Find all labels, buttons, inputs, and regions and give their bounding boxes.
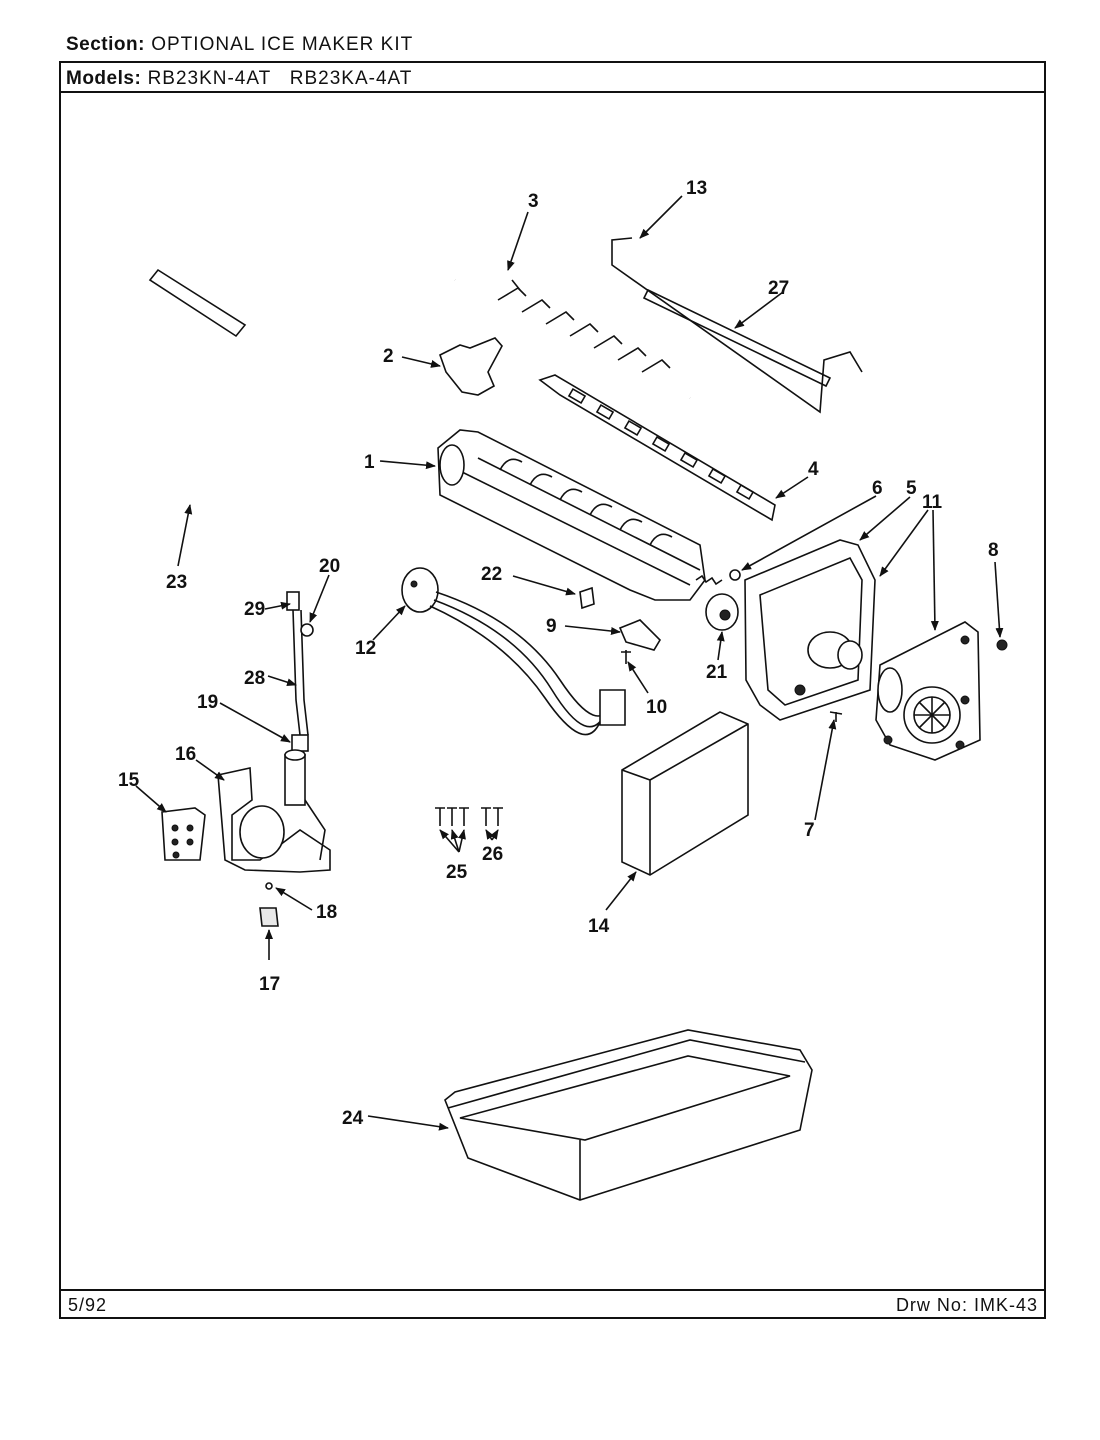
callout-1: 1 — [364, 452, 375, 473]
callout-9: 9 — [546, 616, 557, 637]
header-rule — [59, 91, 1046, 93]
callout-24: 24 — [342, 1108, 364, 1129]
callout-2: 2 — [383, 346, 394, 367]
bearing-part — [729, 569, 741, 581]
callout-11: 11 — [922, 492, 943, 513]
callout-29: 29 — [244, 599, 265, 620]
section-label: Section: — [66, 34, 145, 55]
callout-16: 16 — [175, 744, 196, 765]
models-label: Models: — [66, 68, 142, 89]
callout-25: 25 — [446, 862, 468, 883]
drawing-number-value: IMK-43 — [973, 1295, 1038, 1315]
ice-mold-part — [437, 429, 706, 601]
callout-12: 12 — [355, 638, 376, 659]
ejector-blade-part — [454, 278, 691, 400]
bracket-holes — [171, 824, 194, 859]
callout-27: 27 — [768, 278, 789, 299]
callout-6: 6 — [872, 478, 883, 499]
callout-17: 17 — [259, 974, 280, 995]
callout-19: 19 — [197, 692, 218, 713]
drawing-number: Drw No: IMK-43 — [896, 1295, 1038, 1316]
callout-3: 3 — [528, 191, 539, 212]
section-value: OPTIONAL ICE MAKER KIT — [151, 34, 414, 55]
arm-tube-part — [642, 288, 832, 388]
screw-part — [621, 650, 631, 664]
drawing-frame — [59, 61, 1046, 1319]
water-tube-assembly — [286, 591, 314, 752]
callout-14: 14 — [588, 916, 610, 937]
callout-23: 23 — [166, 572, 187, 593]
nut-17-part — [259, 907, 279, 927]
callout-28: 28 — [244, 668, 265, 689]
motor-plate-part — [875, 621, 981, 761]
callout-26: 26 — [482, 844, 503, 865]
callout-15: 15 — [118, 770, 140, 791]
clip-part — [579, 586, 595, 610]
mounting-bracket-part — [439, 337, 503, 396]
callout-22: 22 — [481, 564, 502, 585]
callout-leaders — [135, 195, 1004, 1131]
water-valve-part — [217, 749, 331, 873]
cover-part — [621, 711, 749, 876]
spring-part — [695, 574, 723, 586]
switch-part — [705, 593, 739, 631]
callout-8: 8 — [988, 540, 999, 561]
fill-tube-part — [148, 268, 247, 338]
callout-numbers: 1 2 3 4 5 6 7 8 9 10 11 12 13 14 15 16 1… — [118, 178, 999, 1129]
washer-part — [265, 882, 273, 890]
callout-5: 5 — [906, 478, 917, 499]
callout-20: 20 — [319, 556, 340, 577]
models-value: RB23KN-4AT RB23KA-4AT — [147, 68, 413, 89]
callout-13: 13 — [686, 178, 707, 199]
callout-18: 18 — [316, 902, 337, 923]
callout-21: 21 — [706, 662, 728, 683]
stripper-slots — [567, 387, 755, 501]
thermostat-clamp-part — [618, 619, 662, 651]
drawing-number-label: Drw No: — [895, 1295, 968, 1315]
wiring-harness-part — [401, 567, 626, 736]
section-title: Section: OPTIONAL ICE MAKER KIT — [66, 34, 413, 56]
nut-part — [996, 639, 1008, 651]
models-line: Models: RB23KN-4AT RB23KA-4AT — [66, 68, 412, 90]
callout-7: 7 — [804, 820, 815, 841]
support-housing-part — [744, 539, 876, 721]
screw-7-part — [829, 711, 843, 722]
callout-4: 4 — [808, 459, 819, 480]
drawing-date: 5/92 — [68, 1295, 108, 1315]
footer-rule — [59, 1289, 1046, 1291]
callout-10: 10 — [646, 697, 667, 718]
shutoff-arm-part — [611, 237, 863, 414]
valve-bracket-part — [161, 807, 206, 861]
ice-bin-part — [444, 1029, 813, 1201]
screws-part — [435, 807, 503, 826]
